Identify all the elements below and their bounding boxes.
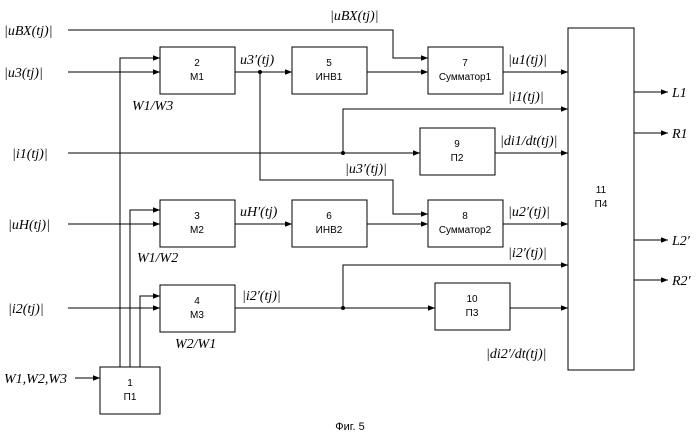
block-7: 7 Сумматор1 bbox=[428, 47, 503, 94]
signal-di2: |di2′/dt(tj)| bbox=[486, 347, 547, 362]
block-11: 11 П4 bbox=[568, 28, 634, 370]
ratio-w2-w1: W2/W1 bbox=[175, 337, 216, 352]
output-r2: R2′ bbox=[671, 274, 692, 289]
block-5-number: 5 bbox=[326, 58, 332, 69]
signal-i2-prime-m3: |i2′(tj)| bbox=[242, 289, 281, 304]
block-3-name: М2 bbox=[190, 225, 204, 236]
figure-caption: Фиг. 5 bbox=[335, 421, 364, 433]
block-4-name: М3 bbox=[190, 310, 204, 321]
signal-uvx-top: |uВХ(tj)| bbox=[330, 9, 379, 24]
signal-u2-prime: |u2′(tj)| bbox=[508, 205, 550, 220]
block-11-name: П4 bbox=[595, 199, 608, 210]
output-r1: R1 bbox=[671, 127, 688, 142]
ratio-w1-w3: W1/W3 bbox=[132, 99, 173, 114]
block-6-number: 6 bbox=[326, 211, 332, 222]
block-2-name: М1 bbox=[190, 72, 204, 83]
block-4: 4 М3 bbox=[160, 285, 235, 332]
input-i2-label: |i2(tj)| bbox=[8, 302, 44, 317]
signal-un-prime: uН′(tj) bbox=[240, 205, 278, 220]
block-8-name: Сумматор2 bbox=[439, 225, 492, 236]
input-i1-label: |i1(tj)| bbox=[12, 147, 48, 162]
block-9: 9 П2 bbox=[420, 128, 495, 175]
block-8: 8 Сумматор2 bbox=[428, 200, 503, 247]
block-1: 1 П1 bbox=[100, 367, 160, 414]
signal-u1: |u1(tj)| bbox=[508, 53, 547, 68]
block-10: 10 П3 bbox=[435, 283, 510, 330]
block-2-number: 2 bbox=[194, 58, 200, 69]
signal-u3-prime: u3′(tj) bbox=[240, 53, 275, 68]
ratio-w1-w2: W1/W2 bbox=[137, 251, 178, 266]
block-7-name: Сумматор1 bbox=[439, 72, 492, 83]
signal-di1: |di1/dt(tj)| bbox=[500, 134, 557, 149]
block-1-number: 1 bbox=[127, 378, 133, 389]
block-9-number: 9 bbox=[454, 139, 460, 150]
signal-i2-prime: |i2′(tj)| bbox=[508, 246, 547, 261]
block-9-name: П2 bbox=[451, 153, 464, 164]
input-un-label: |uН(tj)| bbox=[8, 218, 50, 233]
signal-u3-prime-2: |u3′(tj)| bbox=[345, 162, 387, 177]
output-l2: L2′ bbox=[671, 234, 691, 249]
block-3-number: 3 bbox=[194, 211, 200, 222]
block-3: 3 М2 bbox=[160, 200, 235, 247]
block-10-number: 10 bbox=[466, 294, 478, 305]
block-6-name: ИНВ2 bbox=[316, 225, 343, 236]
input-uvx-label: |uВХ(tj)| bbox=[4, 24, 53, 39]
output-l1: L1 bbox=[671, 86, 687, 101]
block-1-name: П1 bbox=[124, 392, 137, 403]
block-10-name: П3 bbox=[466, 308, 479, 319]
block-5: 5 ИНВ1 bbox=[292, 47, 367, 94]
input-u3-label: |u3(tj)| bbox=[4, 66, 43, 81]
block-11-number: 11 bbox=[596, 185, 607, 196]
block-6: 6 ИНВ2 bbox=[292, 200, 367, 247]
block-2: 2 М1 bbox=[160, 47, 235, 94]
block-7-number: 7 bbox=[462, 58, 468, 69]
signal-i1: |i1(tj)| bbox=[508, 90, 544, 105]
block-5-name: ИНВ1 bbox=[316, 72, 343, 83]
input-w-label: W1,W2,W3 bbox=[4, 372, 67, 387]
block-8-number: 8 bbox=[462, 211, 468, 222]
block-4-number: 4 bbox=[194, 296, 200, 307]
